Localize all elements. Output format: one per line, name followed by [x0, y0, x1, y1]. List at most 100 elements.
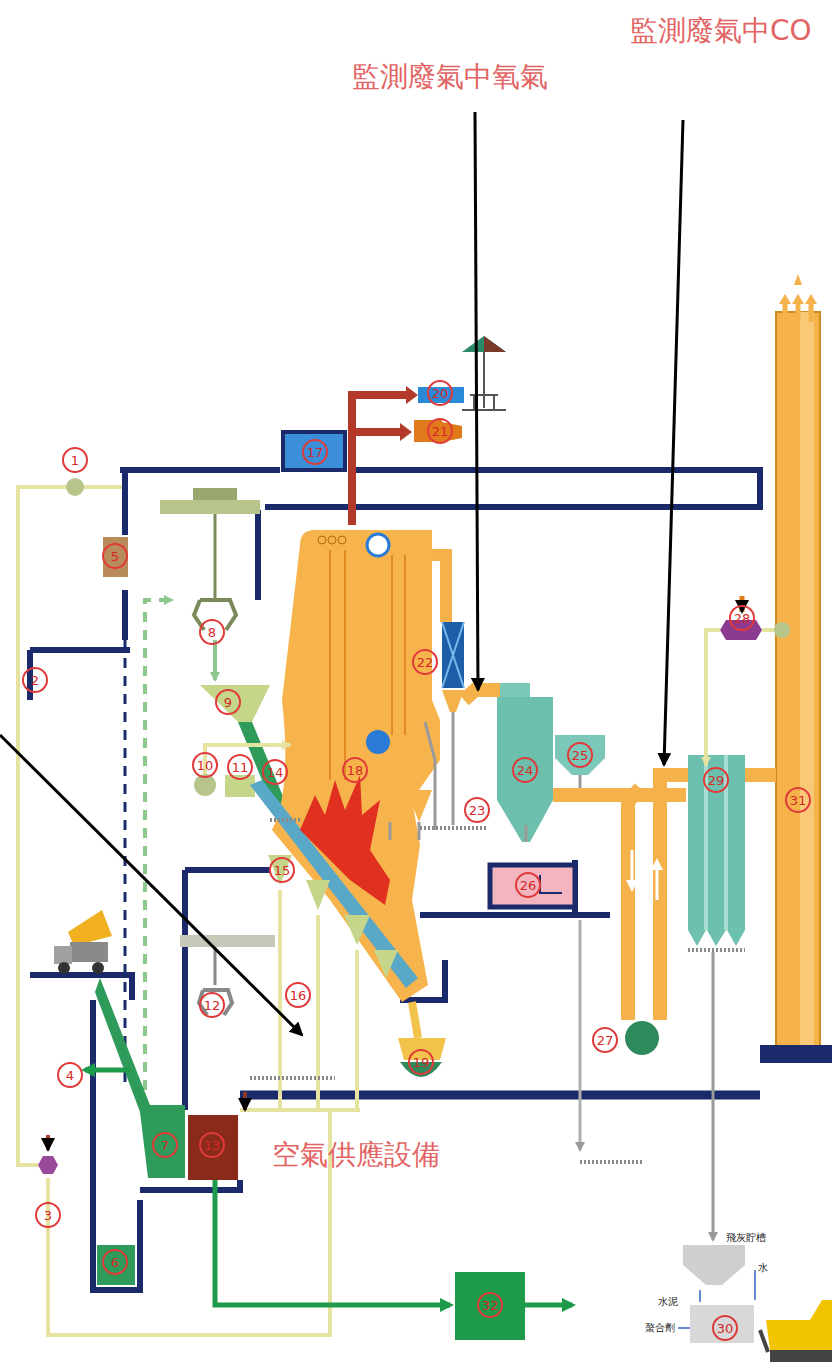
callout-circle: 28 — [729, 605, 755, 631]
callout-number: 22 — [417, 656, 434, 669]
air-duct — [18, 487, 66, 1165]
callout-circle: 14 — [262, 759, 288, 785]
ash-line — [525, 825, 528, 842]
callout-number: 6 — [111, 1256, 119, 1269]
callout-number: 13 — [204, 1139, 221, 1152]
leader-arrow — [664, 120, 683, 765]
leachate-tank — [97, 1245, 135, 1285]
callout-circle: 16 — [285, 982, 311, 1008]
bulldozer-track — [770, 1350, 832, 1362]
input-arrow — [46, 1135, 50, 1150]
callout-circle: 26 — [515, 872, 541, 898]
callout-number: 11 — [232, 761, 249, 774]
callout-circle: 27 — [592, 1027, 618, 1053]
floor — [30, 975, 132, 1000]
bulldozer-blade — [760, 1330, 768, 1352]
wastewater-plant — [455, 1272, 525, 1340]
annotation-text: 空氣供應設備 — [272, 1138, 440, 1172]
floor — [420, 860, 610, 915]
conveyor — [420, 826, 488, 830]
lime-silo — [555, 735, 605, 775]
part-label: 飛灰貯槽 — [726, 1232, 766, 1244]
callout-number: 24 — [517, 764, 534, 777]
induced-fan — [625, 1021, 659, 1055]
callout-circle: 31 — [785, 787, 811, 813]
input-arrow — [740, 596, 745, 612]
callout-number: 32 — [482, 1299, 499, 1312]
chimney-base — [760, 1045, 832, 1063]
leader-arrow — [475, 112, 478, 690]
carbon-line — [706, 630, 720, 765]
conveyors — [250, 820, 745, 1162]
pit-floor — [140, 1180, 240, 1190]
callout-circle: 5 — [102, 543, 128, 569]
waste-pit — [95, 978, 185, 1178]
callout-circle: 18 — [342, 757, 368, 783]
callout-number: 23 — [469, 804, 486, 817]
callout-number: 16 — [290, 989, 307, 1002]
callout-circle: 22 — [412, 649, 438, 675]
exhaust-arrows — [779, 274, 817, 304]
callout-number: 14 — [267, 766, 284, 779]
callout-number: 31 — [790, 794, 807, 807]
callout-circle: 21 — [427, 418, 453, 444]
fan — [66, 478, 84, 496]
economizer — [442, 622, 464, 688]
boiler-headers — [318, 536, 346, 544]
conveyor — [580, 1160, 642, 1164]
callout-circle: 10 — [192, 752, 218, 778]
wheel — [58, 962, 70, 974]
callout-circle: 11 — [227, 754, 253, 780]
air-duct — [240, 1108, 360, 1112]
dashed-wall — [124, 640, 127, 1090]
callout-circle: 1 — [62, 447, 88, 473]
conveyor — [270, 818, 300, 822]
chimney — [776, 312, 820, 1047]
dashed-flow — [145, 600, 172, 1090]
flue-duct — [432, 555, 446, 622]
filter-cones — [688, 930, 745, 946]
flue-duct — [628, 788, 640, 802]
wastewater-pipe — [215, 1180, 450, 1305]
crane-cable — [214, 514, 217, 598]
callout-circle: 24 — [512, 757, 538, 783]
bulldozer — [766, 1300, 832, 1350]
callout-number: 29 — [708, 774, 725, 787]
callout-circle: 2 — [22, 667, 48, 693]
leachate-arrow — [85, 1068, 130, 1073]
wheel — [92, 962, 104, 974]
steam-pipe — [352, 395, 408, 525]
water-drum — [366, 730, 390, 754]
callout-number: 25 — [572, 749, 589, 762]
fly-ash-line — [712, 952, 715, 1240]
reactor-top — [500, 683, 530, 697]
callout-circle: 29 — [703, 767, 729, 793]
carbon-line — [762, 628, 774, 632]
callout-circle: 25 — [567, 742, 593, 768]
part-label: 螯合劑 — [645, 1322, 675, 1334]
callout-circle: 17 — [302, 439, 328, 465]
outflow-arrow — [525, 1303, 572, 1308]
input-arrow — [243, 1092, 247, 1110]
callout-circle: 8 — [199, 619, 225, 645]
part-label: 水 — [758, 1262, 768, 1274]
crane-beam — [180, 935, 275, 947]
callout-number: 9 — [224, 696, 232, 709]
callout-number: 7 — [161, 1139, 169, 1152]
computer-icon — [540, 875, 562, 893]
air-hoppers — [268, 855, 398, 978]
callout-number: 27 — [597, 1034, 614, 1047]
fly-ash-tank — [683, 1245, 745, 1285]
callout-circle: 6 — [102, 1249, 128, 1275]
callout-number: 19 — [413, 1056, 430, 1069]
annotation-text: 監測廢氣中CO — [630, 14, 812, 48]
boiler-tubes — [330, 550, 405, 780]
callout-number: 2 — [31, 674, 39, 687]
water-tank — [283, 432, 345, 470]
part-label: 水泥 — [658, 1296, 678, 1308]
crane-cable — [214, 947, 217, 985]
callout-circle: 23 — [464, 797, 490, 823]
control-room — [490, 865, 575, 907]
callout-circle: 7 — [152, 1132, 178, 1158]
